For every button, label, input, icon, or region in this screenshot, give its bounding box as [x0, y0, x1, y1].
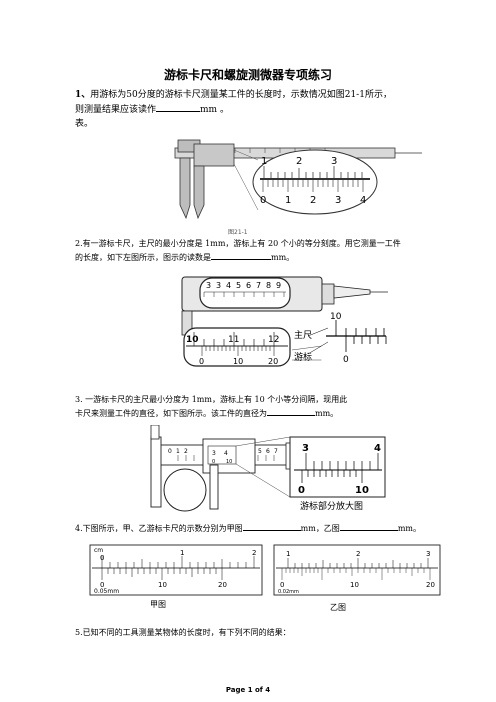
- q2-body-label-3: 5: [236, 281, 241, 290]
- page-footer: Page 1 of 4: [225, 686, 271, 694]
- q3-small-main-6: 6: [266, 448, 270, 455]
- q2-main-label-10: 10: [186, 335, 199, 345]
- q3-small-main-2: 2: [184, 448, 188, 455]
- question-3: 3. 一游标卡尺的主尺最小分度为 1mm，游标上有 10 个小等分间隔，现用此 …: [75, 393, 435, 420]
- q2-vernier-label-10: 10: [233, 357, 243, 366]
- q4-yi-vernier-20: 20: [426, 581, 435, 589]
- caliper-moving-jaw: [193, 165, 205, 220]
- q2-line1: 2.有一游标卡尺，主尺的最小分度是 1mm，游标上有 20 个小的等分刻度。用它…: [75, 239, 401, 248]
- q4-jia-precision: 0.05mm: [94, 588, 119, 595]
- q2-zoom-vernier-label: 0: [343, 355, 349, 365]
- q4-yi-vernier-0: 0: [280, 581, 284, 589]
- q3-small-vernier-0: 0: [212, 459, 215, 465]
- q2-body-label-0: 3: [206, 281, 211, 290]
- question-2: 2.有一游标卡尺，主尺的最小分度是 1mm，游标上有 20 个小的等分刻度。用它…: [75, 237, 435, 264]
- q3-zoom-main-4: 4: [374, 443, 381, 454]
- q2-answer-blank[interactable]: [211, 250, 271, 260]
- q3-small-main-0: 0: [168, 448, 172, 455]
- q2-main-label-12: 12: [268, 335, 279, 345]
- caliper-fixed-jaw: [179, 157, 191, 220]
- q4-jia-main-0: 0: [100, 554, 104, 562]
- question-1: 1、用游标为50分度的游标卡尺测量某工件的长度时，示数情况如图21-1所示， 则…: [75, 88, 435, 131]
- q4-yi-main-2: 2: [356, 550, 360, 558]
- q4-yi-main-3: 3: [426, 550, 430, 558]
- q2-zoom-panel: [321, 311, 387, 367]
- q2-label-main-scale: 主尺: [294, 329, 312, 341]
- q3-zoom-label: 游标部分放大图: [300, 500, 363, 512]
- q1-answer-blank[interactable]: [156, 102, 201, 112]
- figure-q2: 3 3 4 5 6 7 8 9 10 11 12 0 10 20: [181, 276, 388, 367]
- q4-jia-vernier-10: 10: [158, 581, 167, 589]
- q1-main-label-1: 1: [261, 156, 267, 167]
- q2-main-label-11: 11: [228, 335, 239, 345]
- q3-answer-blank[interactable]: [267, 406, 315, 416]
- q2-body-label-2: 4: [226, 281, 231, 290]
- q3-small-main-3: 3: [212, 450, 216, 457]
- page-title: 游标卡尺和螺旋测微器专项练习: [163, 68, 332, 82]
- q4-yi-ruler: [273, 544, 441, 596]
- q4-yi-vernier-10: 10: [350, 581, 359, 589]
- q4-jia-unit: cm: [94, 547, 103, 554]
- q1-line1: 1、用游标为50分度的游标卡尺测量某工件的长度时，示数情况如图21-1所示，: [75, 90, 392, 100]
- q4-jia-vernier-20: 20: [218, 581, 227, 589]
- q2-body-label-1: 3: [216, 281, 221, 290]
- figure-q3: 0 1 2 3 4 0 10 5 6 7 3 4 0 10 游标部分放大图: [150, 425, 386, 512]
- q3-small-main-7: 7: [274, 448, 278, 455]
- caliper-slider: [193, 143, 235, 167]
- q4-jia-label: 甲图: [150, 600, 166, 609]
- question-5: 5.已知不同的工具测量某物体的长度时，有下列不同的结果：: [75, 628, 291, 637]
- q1-line3: 表。: [75, 119, 94, 129]
- q4-jia-main-2: 2: [252, 549, 256, 557]
- q2-body-label-4: 6: [246, 281, 251, 290]
- figure-q4: cm 0 1 2 0 10 20 0.05mm 甲图 1 2 3 0 10 20…: [89, 544, 441, 612]
- q4-jia-answer-blank[interactable]: [242, 521, 301, 531]
- q1-vernier-label-1: 1: [285, 195, 291, 206]
- q3-zoom-main-3: 3: [302, 443, 309, 454]
- q3-small-main-5: 5: [258, 448, 262, 455]
- q2-scale-window: [183, 327, 291, 367]
- q2-label-vernier: 游标: [294, 351, 312, 363]
- figure-21-1: 1 2 3 0 1 2 3 4: [174, 139, 422, 220]
- q2-body-label-7: 9: [276, 281, 281, 290]
- q3-line1: 3. 一游标卡尺的主尺最小分度为 1mm，游标上有 10 个小等分间隔，现用此: [75, 395, 348, 404]
- q2-body-label-5: 7: [256, 281, 261, 290]
- q3-zoom-vernier-10: 10: [355, 485, 369, 496]
- figure-21-1-caption: 图21-1: [228, 229, 248, 236]
- q1-vernier-label-3: 3: [335, 195, 341, 206]
- q4-jia-ruler: [89, 544, 263, 596]
- magnifier-circle: [252, 149, 378, 215]
- q1-main-label-3: 3: [331, 156, 337, 167]
- q4-yi-main-1: 1: [286, 550, 290, 558]
- q1-vernier-label-4: 4: [360, 195, 366, 206]
- q1-vernier-label-0: 0: [260, 195, 266, 206]
- q4-yi-precision: 0.02mm: [278, 589, 299, 595]
- q4-yi-label: 乙图: [330, 603, 346, 612]
- q3-zoom-vernier-0: 0: [298, 485, 305, 496]
- q2-vernier-label-0: 0: [199, 357, 204, 366]
- q4-yi-answer-blank[interactable]: [339, 521, 398, 531]
- q1-vernier-label-2: 2: [310, 195, 316, 206]
- q3-workpiece: [163, 468, 207, 512]
- q1-number: 1、: [75, 90, 91, 100]
- q1-main-label-2: 2: [296, 156, 302, 167]
- q3-small-main-1: 1: [176, 448, 180, 455]
- q2-zoom-main-label: 10: [330, 312, 342, 322]
- q3-small-vernier-10: 10: [226, 459, 232, 465]
- q2-vernier-label-20: 20: [268, 357, 278, 366]
- q4-jia-vernier-0: 0: [100, 581, 104, 589]
- q4-jia-main-1: 1: [180, 549, 184, 557]
- q2-body-label-6: 8: [266, 281, 271, 290]
- q3-small-main-4: 4: [224, 450, 228, 457]
